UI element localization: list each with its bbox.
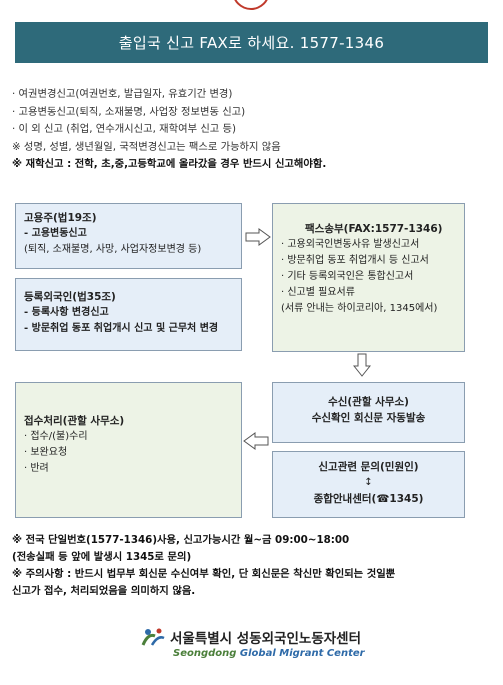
title-banner: 출입국 신고 FAX로 하세요. 1577-1346 [15, 22, 488, 63]
receive-box: 수신(관할 사무소) 수신확인 회신문 자동발송 [272, 382, 465, 443]
org-english-part-2: Global Migrant Center [239, 648, 365, 659]
fax-box: 팩스송부(FAX:1577-1346) · 고용외국인변동사유 발생신고서 · … [272, 203, 465, 352]
notes: ※ 전국 단일번호(1577-1346)사용, 신고가능시간 월~금 09:00… [12, 532, 492, 600]
inquiry-arrow-icon: ↕ [364, 477, 373, 488]
info-list: · 여권변경신고(여권번호, 발급일자, 유효기간 변경) · 고용변동신고(퇴… [12, 86, 492, 174]
fax-item: · 방문취업 동포 취업개시 등 신고서 [281, 255, 429, 266]
registered-foreigner-box: 등록외국인(법35조) - 등록사항 변경신고 - 방문취업 동포 취업개시 신… [15, 278, 242, 351]
fax-item: · 고용외국인변동사유 발생신고서 [281, 239, 420, 250]
registered-item-2: - 방문취업 동포 취업개시 신고 및 근무처 변경 [24, 323, 219, 334]
registered-head: 등록외국인(법35조) [24, 291, 116, 303]
org-english-part-1: Seongdong [173, 648, 240, 659]
process-head: 접수처리(관할 사무소) [24, 415, 125, 427]
note-line: (전송실패 등 앞에 발생시 1345로 문의) [12, 551, 192, 563]
arrow-left-icon [243, 432, 269, 450]
footer: 서울특별시 성동외국인노동자센터 Seongdong Global Migran… [140, 627, 400, 659]
top-emblem [232, 0, 270, 10]
org-name: 서울특별시 성동외국인노동자센터 [170, 631, 361, 647]
fax-item: · 신고별 필요서류 [281, 287, 355, 298]
center-logo-icon [141, 628, 165, 646]
fax-item: (서류 안내는 하이코리아, 1345에서) [281, 303, 438, 314]
process-item: · 접수/(불)수리 [24, 431, 88, 442]
arrow-right-icon [245, 228, 271, 246]
footer-logo-row: 서울특별시 성동외국인노동자센터 [140, 627, 400, 647]
note-line: ※ 주의사항 : 반드시 법무부 회신문 수신여부 확인, 단 회신문은 착신만… [12, 568, 396, 580]
process-item: · 보완요청 [24, 447, 68, 458]
title-text: 출입국 신고 FAX로 하세요. 1577-1346 [118, 34, 385, 52]
info-line-passport: · 여권변경신고(여권번호, 발급일자, 유효기간 변경) [12, 88, 233, 100]
registered-item-1: - 등록사항 변경신고 [24, 307, 109, 318]
fax-item: · 기타 등록외국인은 통합신고서 [281, 271, 414, 282]
employer-box: 고용주(법19조) - 고용변동신고 (퇴직, 소재불명, 사망, 사업자정보변… [15, 203, 242, 269]
info-line-school: ※ 재학신고 : 전학, 초,중,고등학교에 올라갔을 경우 반드시 신고해야함… [12, 158, 327, 170]
receive-line-1: 수신(관할 사무소) [328, 396, 409, 408]
note-line: 신고가 접수, 처리되었음을 의미하지 않음. [12, 585, 196, 597]
info-line-not-fax: ※ 성명, 성별, 생년월일, 국적변경신고는 팩스로 가능하지 않음 [12, 140, 281, 153]
employer-sub: - 고용변동신고 [24, 228, 87, 239]
fax-head: 팩스송부(FAX:1577-1346) [305, 223, 443, 235]
process-item: · 반려 [24, 463, 49, 474]
arrow-down-icon [353, 353, 371, 377]
info-line-employment: · 고용변동신고(퇴직, 소재불명, 사업장 정보변동 신고) [12, 105, 246, 118]
org-english-name: Seongdong Global Migrant Center [173, 648, 400, 659]
employer-detail: (퇴직, 소재불명, 사망, 사업자정보변경 등) [24, 244, 202, 255]
inquiry-box: 신고관련 문의(민원인) ↕ 종합안내센터(☎1345) [272, 451, 465, 518]
employer-head: 고용주(법19조) [24, 212, 97, 224]
receive-line-2: 수신확인 회신문 자동발송 [311, 412, 426, 424]
note-line: ※ 전국 단일번호(1577-1346)사용, 신고가능시간 월~금 09:00… [12, 534, 350, 546]
process-box: 접수처리(관할 사무소) · 접수/(불)수리 · 보완요청 · 반려 [15, 382, 242, 518]
info-line-others: · 이 외 신고 (취업, 연수개시신고, 재학여부 신고 등) [12, 123, 237, 135]
inquiry-line-2: 종합안내센터(☎1345) [313, 493, 424, 505]
inquiry-line-1: 신고관련 문의(민원인) [318, 461, 419, 473]
